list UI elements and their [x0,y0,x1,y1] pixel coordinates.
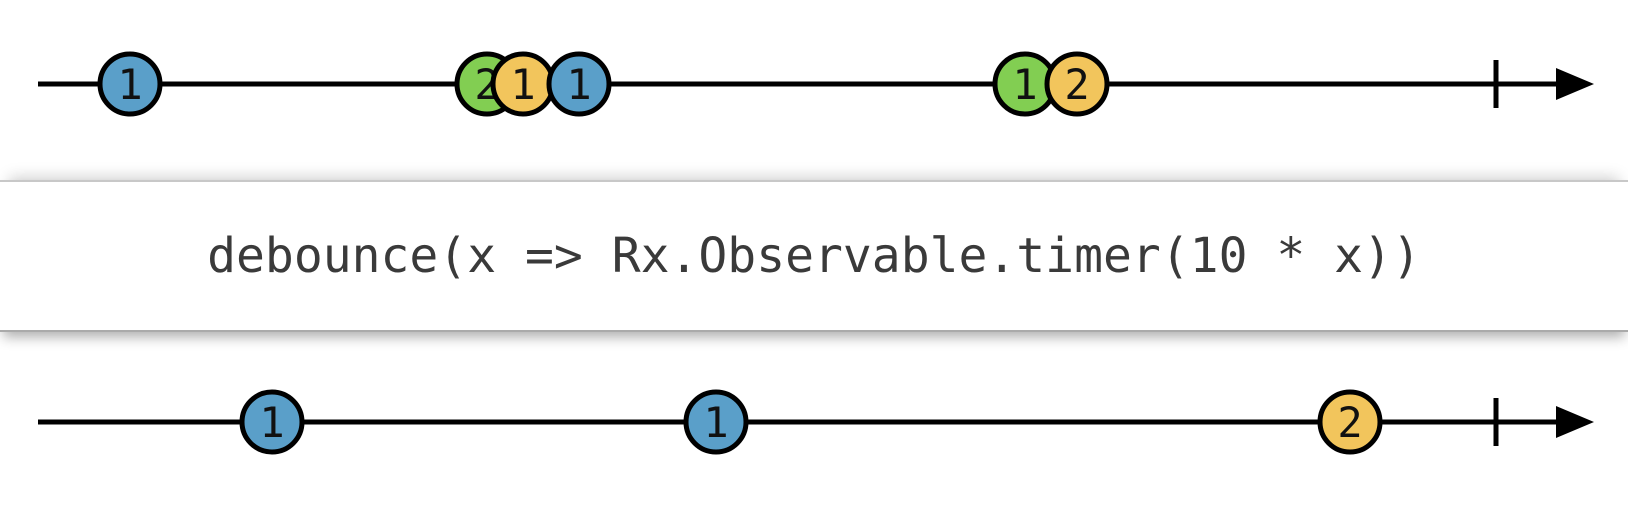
marble-circle [1044,51,1110,117]
marble-yellow-1[interactable]: 1 [490,51,556,117]
marble-value: 1 [1012,60,1037,109]
marble-value: 1 [566,60,591,109]
operator-box: debounce(x => Rx.Observable.timer(10 * x… [0,180,1628,332]
marble-value: 2 [1064,60,1089,109]
marble-circle [683,389,749,455]
marble-blue-1[interactable]: 1 [546,51,612,117]
timeline-arrowhead-icon [1556,68,1594,100]
marble-value: 2 [1337,398,1362,447]
marble-circle [239,389,305,455]
marble-yellow-2[interactable]: 2 [1044,51,1110,117]
marble-value: 1 [703,398,728,447]
output-stream-timeline: 1 1 2 [38,389,1594,455]
timeline-arrowhead-icon [1556,406,1594,438]
marble-value: 1 [117,60,142,109]
marble-circle [546,51,612,117]
marble-circle [97,51,163,117]
marble-value: 1 [510,60,535,109]
operator-code: debounce(x => Rx.Observable.timer(10 * x… [207,228,1421,284]
marble-blue-1[interactable]: 1 [683,389,749,455]
marble-green-1[interactable]: 1 [992,51,1058,117]
marble-yellow-2[interactable]: 2 [1317,389,1383,455]
marble-blue-1[interactable]: 1 [97,51,163,117]
marble-blue-1[interactable]: 1 [239,389,305,455]
marble-value: 1 [259,398,284,447]
output-stream-section: 1 1 2 [0,332,1628,512]
marble-circle [1317,389,1383,455]
